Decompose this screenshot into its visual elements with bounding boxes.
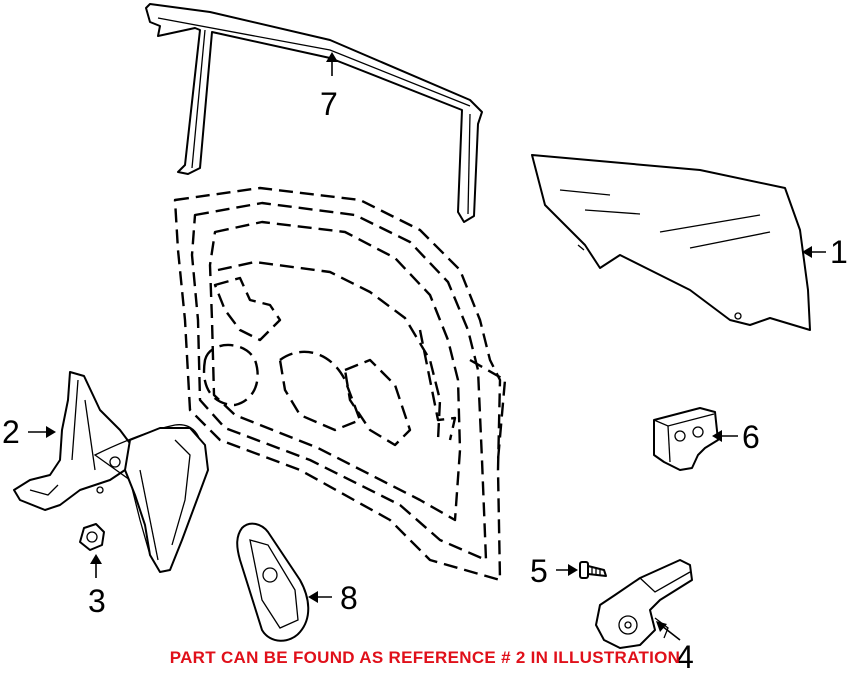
callout-6: 6 [742, 419, 760, 455]
reference-note: PART CAN BE FOUND AS REFERENCE # 2 IN IL… [169, 648, 681, 667]
part-7-window-channel [145, 3, 483, 223]
callout-2: 2 [2, 414, 20, 450]
callout-8: 8 [340, 580, 358, 616]
part-5-bolt [556, 561, 607, 579]
callout-4: 4 [676, 639, 694, 675]
part-8-insulator [236, 522, 332, 642]
callout-3: 3 [88, 583, 106, 619]
door-shell-outline [173, 186, 507, 582]
callout-1: 1 [830, 234, 848, 270]
callout-7: 7 [320, 86, 338, 122]
part-4-window-motor [595, 559, 693, 649]
part-2-window-regulator [13, 371, 209, 573]
part-3-nut [79, 523, 105, 578]
part-1-door-glass [531, 154, 826, 331]
callout-5: 5 [530, 553, 548, 589]
part-6-control-module [653, 407, 738, 471]
